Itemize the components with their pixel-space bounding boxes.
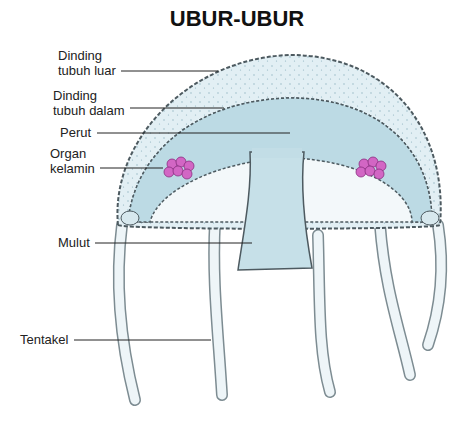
part-label: Organ kelamin — [50, 146, 110, 176]
part-label: Tentakel — [20, 332, 100, 347]
part-label: Dinding tubuh dalam — [53, 88, 133, 118]
leader-line — [95, 243, 252, 244]
stomach-join — [252, 148, 302, 158]
leader-line — [74, 340, 211, 341]
leader-line — [97, 133, 290, 134]
part-label: Perut — [60, 125, 130, 140]
manubrium — [238, 152, 312, 270]
leader-line — [100, 168, 163, 169]
part-label: Dinding tubuh luar — [58, 48, 130, 78]
gonads — [164, 157, 386, 179]
velum — [121, 211, 439, 225]
part-label: Mulut — [58, 235, 128, 250]
diagram-title: UBUR-UBUR — [0, 6, 474, 32]
leader-line — [130, 108, 224, 109]
leader-line — [121, 71, 218, 72]
